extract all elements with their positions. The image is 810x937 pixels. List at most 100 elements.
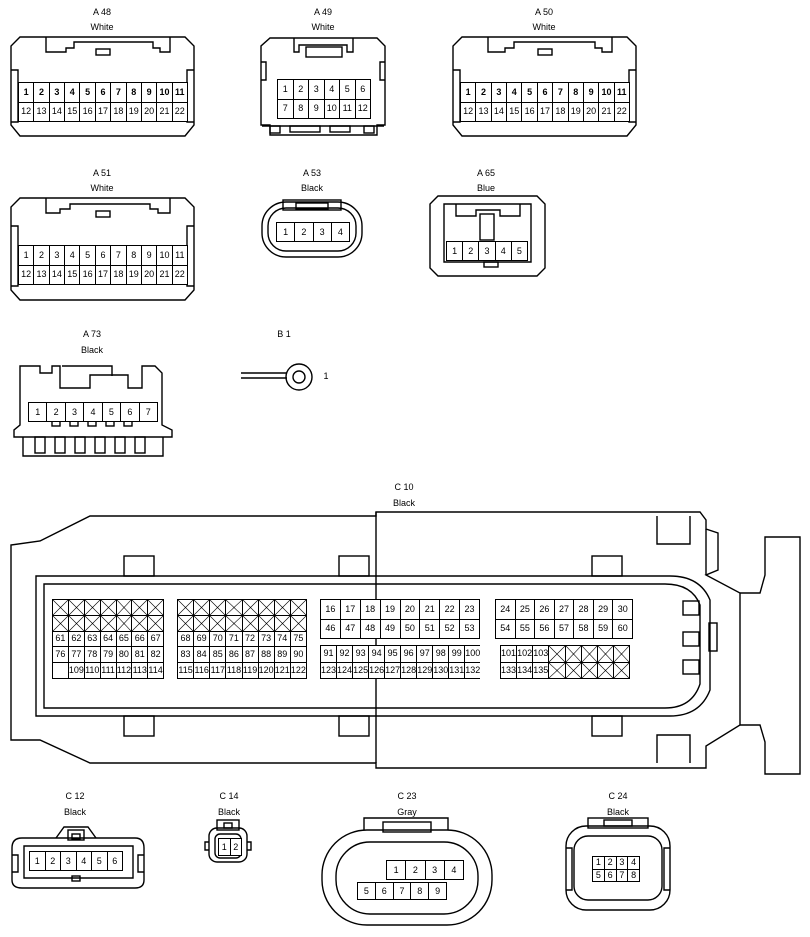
pin-cell: 14 (49, 265, 65, 284)
c10-outline (10, 511, 801, 775)
pin-cell: 6 (95, 246, 111, 265)
blank-cavity (258, 615, 274, 631)
pin-cell: 1 (387, 861, 406, 879)
blank-cavity (68, 600, 84, 615)
pin-cell: 69 (194, 631, 210, 647)
pin-cell: 26 (535, 600, 554, 619)
blank-cavity (84, 600, 100, 615)
pin-cell: 20 (583, 102, 599, 121)
blank-cavity (226, 600, 242, 615)
pin-cell: 2 (47, 403, 65, 421)
blank-cavity (565, 646, 581, 662)
pin-cell: 4 (324, 80, 339, 99)
pin-cell: 22 (614, 102, 629, 121)
pin-cell: 59 (593, 619, 613, 638)
pin-cell: 2 (34, 83, 49, 102)
pin-cell: 11 (340, 99, 355, 118)
blank-cavity (53, 615, 68, 631)
blank-cavity (549, 646, 565, 662)
blank-cavity (274, 600, 290, 615)
c14-outline (204, 819, 252, 863)
pin-cell: 56 (535, 619, 554, 638)
pin-cell: 11 (172, 246, 187, 265)
blank-cavity (84, 615, 100, 631)
pin-cell: 4 (65, 246, 80, 265)
pin-cell: 17 (95, 265, 111, 284)
pin-cell: 2 (476, 83, 491, 102)
pin-cell: 96 (401, 646, 417, 662)
pin-cell: 54 (496, 619, 515, 638)
pin-cell: 13 (34, 102, 49, 121)
c12-outline (11, 826, 145, 889)
pin-cell: 20 (141, 265, 157, 284)
pin-cell: 1 (447, 242, 463, 260)
pin-cell: 93 (353, 646, 369, 662)
blank-cavity (597, 662, 613, 678)
blank-cavity (210, 600, 226, 615)
pin-cell: 63 (84, 631, 100, 647)
pin-cell: 7 (111, 246, 126, 265)
pin-cell: 2 (45, 852, 60, 870)
pin-cell: 18 (360, 600, 380, 619)
pin-cell: 129 (417, 662, 433, 678)
pin-cell: 48 (360, 619, 380, 638)
pin-cell: 2 (230, 839, 241, 855)
pin-cell: 3 (313, 223, 331, 241)
c24-color: Black (606, 807, 629, 817)
c23-outline (321, 817, 493, 926)
pin-cell: 18 (553, 102, 568, 121)
pin-cell: 125 (353, 662, 369, 678)
blank-cavity (210, 615, 226, 631)
pin-cell: 123 (321, 662, 337, 678)
pin-cell: 4 (628, 857, 639, 869)
pin-cell: 66 (132, 631, 148, 647)
pin-cell: 17 (537, 102, 553, 121)
c12-code: C 12 (65, 791, 85, 801)
pin-cell: 27 (554, 600, 574, 619)
pin-cell: 88 (258, 647, 274, 663)
pin-cell: 85 (210, 647, 226, 663)
pin-cell: 16 (522, 102, 537, 121)
pin-cell: 2 (295, 223, 313, 241)
pin-cell: 6 (355, 80, 370, 99)
pin-cell: 99 (449, 646, 465, 662)
pin-cell: 4 (495, 242, 511, 260)
pin-cell: 8 (126, 246, 141, 265)
pin-cell: 5 (102, 403, 121, 421)
pin-cell: 1 (278, 80, 293, 99)
blank-cavity (194, 615, 210, 631)
a49-color: White (311, 22, 335, 32)
pin-cell: 21 (157, 102, 172, 121)
b1-outline (241, 363, 313, 391)
pin-cell: 1 (19, 246, 34, 265)
blank-cavity (132, 600, 148, 615)
pin-cell: 3 (309, 80, 324, 99)
pin-cell: 16 (321, 600, 340, 619)
a53-code: A 53 (302, 168, 322, 178)
pin-cell: 19 (126, 102, 141, 121)
pin-cell: 91 (321, 646, 337, 662)
pin-cell: 9 (141, 83, 157, 102)
pin-cell: 57 (554, 619, 574, 638)
pin-cell: 50 (400, 619, 420, 638)
pin-cell: 119 (242, 663, 258, 678)
pin-cell: 49 (380, 619, 400, 638)
pin-cell: 2 (463, 242, 479, 260)
pin-cell: 11 (614, 83, 629, 102)
pin-cell: 53 (460, 619, 479, 638)
pin-cell: 95 (385, 646, 401, 662)
pin-cell: 6 (121, 403, 139, 421)
pin-cell: 20 (400, 600, 420, 619)
pin-cell: 112 (116, 663, 132, 678)
pin-cell: 128 (401, 662, 417, 678)
pin-cell: 19 (568, 102, 583, 121)
a51-color: White (90, 183, 114, 193)
pin-cell: 3 (491, 83, 507, 102)
pin-cell: 12 (19, 102, 34, 121)
pin-cell: 61 (53, 631, 68, 647)
